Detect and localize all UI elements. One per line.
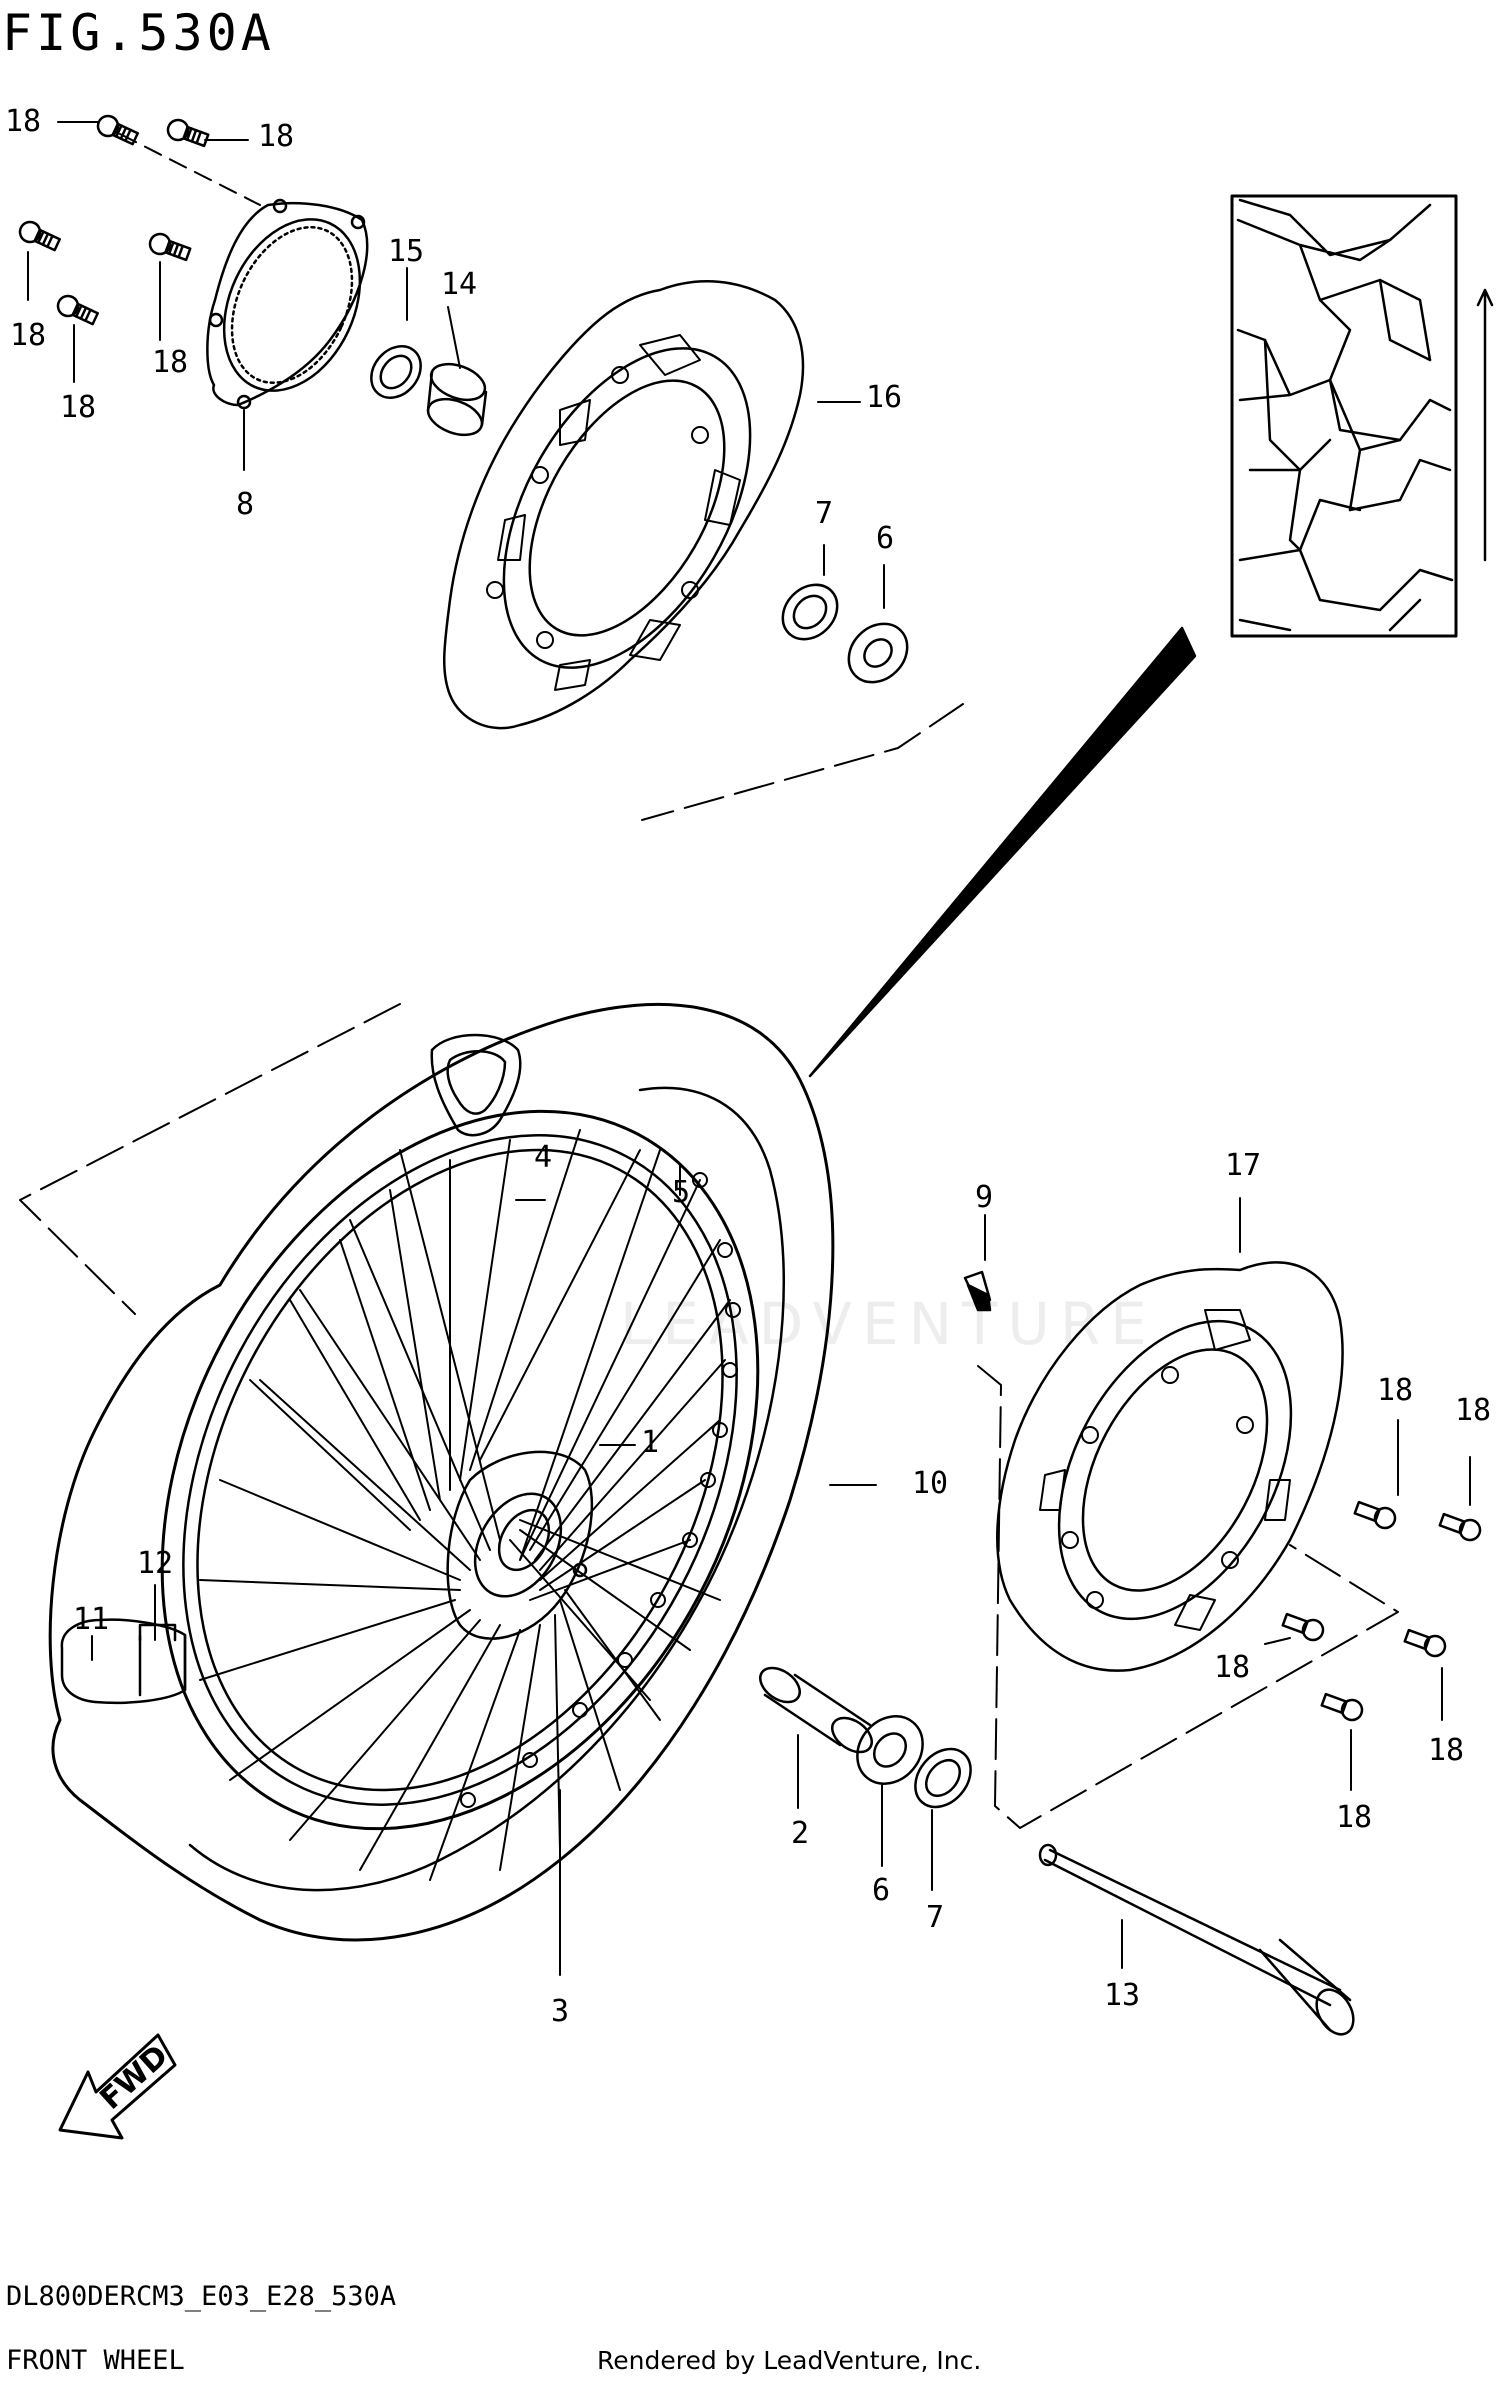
hub-part-1 bbox=[446, 1450, 594, 1640]
callout-label: 18 bbox=[1377, 1373, 1414, 1408]
callout-label: 13 bbox=[1104, 1978, 1141, 2013]
forward-arrow-icon bbox=[58, 2033, 177, 2140]
callout-label: 5 bbox=[672, 1175, 691, 1210]
spokes bbox=[199, 1129, 731, 1881]
bearing-part-6-lower bbox=[856, 1715, 924, 1785]
nipples bbox=[460, 1172, 741, 1808]
bolt-group-right bbox=[1281, 1500, 1482, 1722]
tire-tread-inset bbox=[1230, 194, 1494, 638]
seal-part-7-upper bbox=[781, 583, 839, 641]
leader-lines-top-left bbox=[27, 121, 885, 609]
balancer-weight-part-9 bbox=[963, 1270, 992, 1312]
callout-label: 18 bbox=[1336, 1800, 1373, 1835]
callout-label: 11 bbox=[73, 1602, 110, 1637]
tire-part-10 bbox=[48, 1002, 835, 1942]
leader-lines-lower bbox=[91, 1164, 1471, 1976]
callout-label: 18 bbox=[1214, 1650, 1251, 1685]
callout-label: 17 bbox=[1225, 1148, 1262, 1183]
callout-label: 14 bbox=[441, 267, 478, 302]
callout-label: 10 bbox=[912, 1466, 949, 1501]
spacer-part-2 bbox=[759, 1666, 873, 1754]
callout-label: 8 bbox=[236, 487, 255, 522]
callout-label: 6 bbox=[876, 521, 895, 556]
bolt-group-top-left bbox=[18, 114, 210, 326]
section-name: FRONT WHEEL bbox=[6, 2345, 185, 2376]
rim bbox=[160, 1109, 760, 1831]
pointer-wedge bbox=[808, 626, 1197, 1078]
callout-label: 18 bbox=[152, 345, 189, 380]
callout-label: 18 bbox=[5, 104, 42, 139]
callout-label: 9 bbox=[975, 1180, 994, 1215]
brake-disc-part-16 bbox=[442, 280, 805, 730]
spacer-part-14 bbox=[426, 362, 488, 437]
callout-label: 18 bbox=[60, 390, 97, 425]
callout-label: 18 bbox=[258, 119, 295, 154]
callout-label: 1 bbox=[641, 1425, 660, 1460]
callout-label: 18 bbox=[1428, 1733, 1465, 1768]
seal-part-15 bbox=[370, 345, 422, 399]
guide-lines bbox=[19, 703, 1399, 1829]
callout-label: 15 bbox=[388, 234, 425, 269]
credit-text: Rendered by LeadVenture, Inc. bbox=[597, 2346, 982, 2375]
callout-label: 7 bbox=[926, 1900, 945, 1935]
figure-title: FIG.530A bbox=[2, 4, 275, 62]
callout-label: 7 bbox=[815, 496, 834, 531]
seal-part-7-lower bbox=[914, 1747, 972, 1809]
wheel-assembly bbox=[48, 1002, 835, 1942]
bearing-part-6-upper bbox=[847, 622, 909, 684]
callout-label: 16 bbox=[866, 380, 903, 415]
model-code: DL800DERCM3_E03_E28_530A bbox=[6, 2281, 397, 2312]
callout-label: 12 bbox=[137, 1546, 174, 1581]
callout-label: 18 bbox=[10, 318, 47, 353]
callout-label: 3 bbox=[551, 1994, 570, 2029]
valve-part-12-11 bbox=[60, 1618, 187, 1705]
callout-label: 2 bbox=[791, 1816, 810, 1851]
rim-lock-part-4 bbox=[430, 1033, 522, 1137]
callout-label: 18 bbox=[1455, 1393, 1492, 1428]
brake-disc-part-17 bbox=[996, 1261, 1344, 1672]
watermark: LEADVENTURE bbox=[620, 1290, 1157, 1358]
callout-label: 6 bbox=[872, 1873, 891, 1908]
sensor-ring-part-8 bbox=[206, 198, 369, 410]
callout-label: 4 bbox=[534, 1140, 553, 1175]
axle-part-13 bbox=[1038, 1843, 1355, 2036]
